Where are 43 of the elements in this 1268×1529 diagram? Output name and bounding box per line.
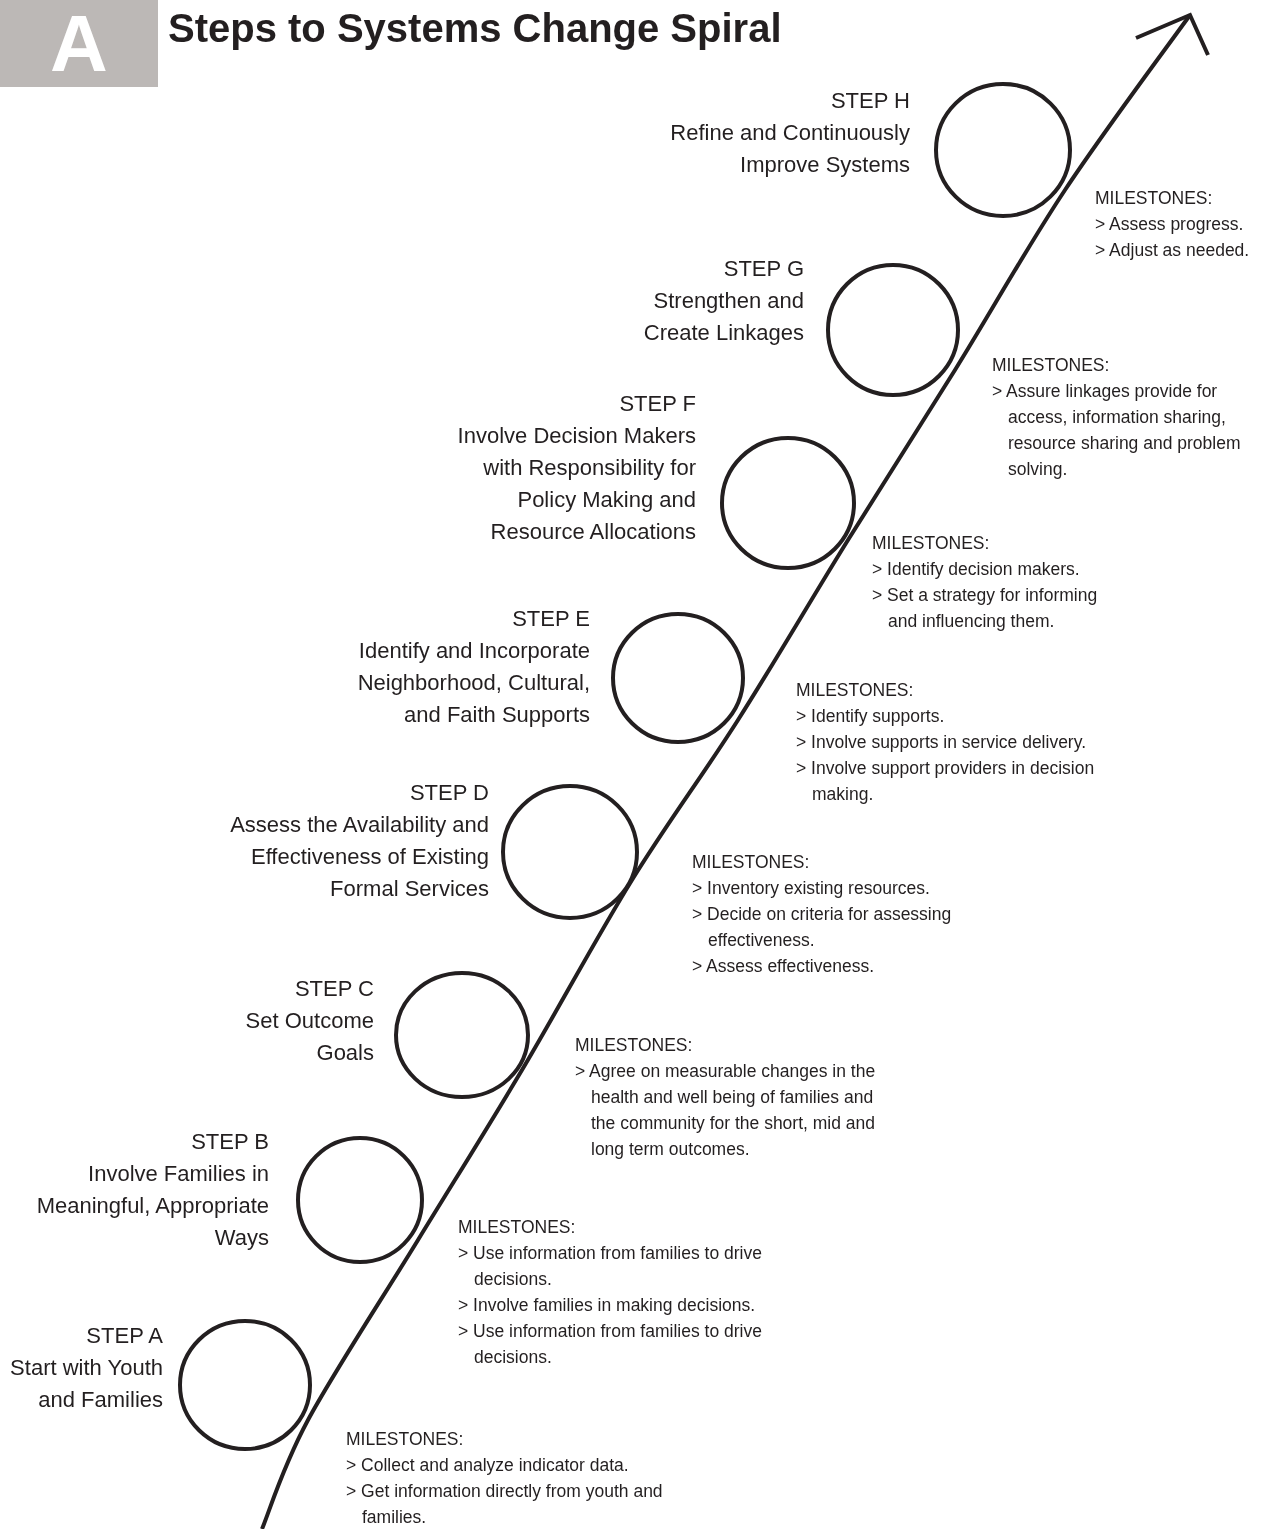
step-description: Strengthen and Create Linkages [642,287,804,347]
step-description: Identify and Incorporate Neighborhood, Cultural, and Faith Supports [356,637,590,729]
letter-badge: A [0,0,158,87]
step-description: Involve Decision Makers with Responsibility for Policy Making and Resource Allocations [456,422,696,546]
step-heading: STEP F [619,390,696,418]
step-heading: STEP G [723,255,804,283]
milestone-item: > Adjust as needed. [1095,239,1251,262]
step-heading: STEP E [512,605,590,633]
milestone-item: > Identify decision makers. [872,558,1081,581]
milestone-item: > Decide on criteria for assessing effectiveness. [692,903,953,952]
step-heading: STEP A [86,1322,163,1350]
milestone-item: > Assure linkages provide for access, information sharing, resource sharing and problem solving. [992,380,1242,481]
title: Steps to Systems Change Spiral [168,6,782,50]
milestone-item: > Involve support providers in decision making. [796,757,1096,806]
milestones-heading: MILESTONES: [796,679,915,702]
step-description: Start with Youth and Families [9,1354,163,1414]
milestone-item: > Collect and analyze indicator data. [346,1454,630,1477]
step-description: Refine and Continuously Improve Systems [669,119,910,179]
milestones-heading: MILESTONES: [346,1428,465,1451]
step-description: Involve Families in Meaningful, Appropriate Ways [35,1160,269,1252]
step-heading: STEP D [409,779,489,807]
milestone-item: > Identify supports. [796,705,946,728]
milestones-heading: MILESTONES: [575,1034,694,1057]
milestones-heading: MILESTONES: [872,532,991,555]
milestones-heading: MILESTONES: [992,354,1111,377]
milestone-item: > Set a strategy for informing and influencing them. [872,584,1099,633]
milestone-item: > Use information from families to drive decisions. [458,1320,763,1369]
step-description: Set Outcome Goals [244,1007,374,1067]
milestone-item: > Inventory existing resources. [692,877,931,900]
milestones-heading: MILESTONES: [458,1216,577,1239]
milestone-item: > Get information directly from youth and families. [346,1480,664,1529]
milestone-item: > Use information from families to drive decisions. [458,1242,763,1291]
milestone-item: > Involve supports in service delivery. [796,731,1087,754]
step-heading: STEP C [294,975,374,1003]
milestones-heading: MILESTONES: [692,851,811,874]
step-heading: STEP B [191,1128,269,1156]
step-description: Assess the Availability and Effectiveness of Existing Formal Services [229,811,489,903]
milestones-heading: MILESTONES: [1095,187,1214,210]
milestone-item: > Agree on measurable changes in the health and well being of families and the community for the short, mid and long term outcomes. [575,1060,877,1161]
step-heading: STEP H [830,87,910,115]
milestone-item: > Assess effectiveness. [692,955,876,978]
milestone-item: > Involve families in making decisions. [458,1294,757,1317]
milestone-item: > Assess progress. [1095,213,1245,236]
